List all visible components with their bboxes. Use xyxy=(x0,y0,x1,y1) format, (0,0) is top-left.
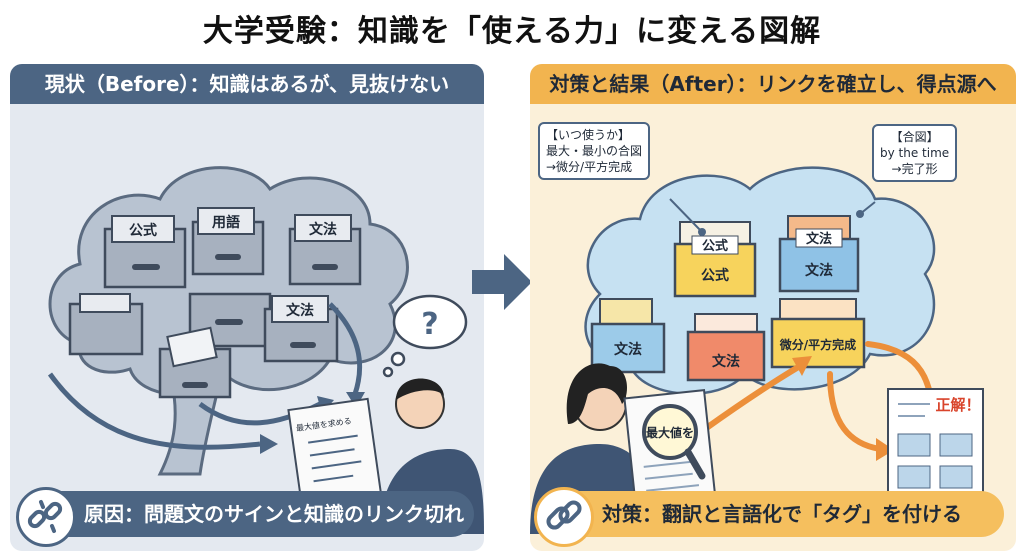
drawer-label-bunpou-top: 文法 xyxy=(806,231,832,247)
callout-signal: 【合図】 by the time →完了形 xyxy=(872,124,958,182)
link-arrows xyxy=(702,341,933,452)
magnifying-glass-icon xyxy=(642,404,706,480)
exam-paper xyxy=(287,397,383,511)
after-solution-bar: 対策：翻訳と言語化で「タグ」を付ける xyxy=(534,487,1004,547)
drawer-label-bunpou-1: 文法 xyxy=(309,221,337,238)
drawer-label-koushiki: 公式 xyxy=(129,222,157,239)
before-header: 現状（Before）：知識はあるが、見抜けない xyxy=(10,64,484,104)
drawer-bunpou-blue-top xyxy=(778,215,860,293)
drawer-empty-3 xyxy=(158,326,232,399)
page-title: 大学受験：知識を「使える力」に変える図解 xyxy=(202,14,822,49)
drawer-koushiki xyxy=(103,215,187,289)
before-illustration: 公式 用語 文法 文法 ? xyxy=(47,166,484,534)
drawer-label-koushiki-top: 公式 xyxy=(702,238,728,254)
answer-sheet xyxy=(887,388,984,510)
thought-bubble xyxy=(382,294,468,378)
question-mark-icon: ? xyxy=(421,307,438,342)
before-panel: 現状（Before）：知識はあるが、見抜けない xyxy=(10,64,484,551)
correct-stamp: 正解！ xyxy=(935,396,980,414)
drawer-label-koushiki: 公式 xyxy=(701,267,729,284)
drawer-label-yougo: 用語 xyxy=(212,214,240,231)
after-header: 対策と結果（After）：リンクを確立し、得点源へ xyxy=(530,64,1016,104)
chain-link-icon xyxy=(534,487,594,547)
before-cause-text: 原因：問題文のサインと知識のリンク切れ xyxy=(84,502,464,526)
drawer-bunpou-1 xyxy=(288,214,362,286)
broken-chain-icon xyxy=(16,487,76,547)
after-solution-text: 対策：翻訳と言語化で「タグ」を付ける xyxy=(602,502,962,526)
drawer-koushiki-yellow xyxy=(673,221,757,298)
drawer-label-bunpou: 文法 xyxy=(805,262,833,279)
drawer-bunpou-2 xyxy=(263,295,339,363)
magnified-text: 最大値を xyxy=(646,425,694,440)
after-panel: 対策と結果（After）：リンクを確立し、得点源へ 公式 公式 文法 xyxy=(530,64,1016,551)
drawer-label-bunpou-blue: 文法 xyxy=(614,341,642,358)
drawer-bibun xyxy=(770,298,866,369)
drawer-label-bunpou-red: 文法 xyxy=(712,353,740,370)
drawer-empty-1 xyxy=(68,293,144,356)
drawer-label-bunpou-2: 文法 xyxy=(286,302,314,319)
drawer-yougo xyxy=(191,207,265,276)
transition-arrow-icon xyxy=(472,254,532,310)
drawer-bunpou-red xyxy=(686,313,766,382)
callout-when-to-use: 【いつ使うか】 最大・最小の合図 →微分/平方完成 xyxy=(538,122,651,180)
before-cause-bar: 原因：問題文のサインと知識のリンク切れ xyxy=(16,487,474,547)
drawer-label-bibun: 微分/平方完成 xyxy=(779,337,856,352)
